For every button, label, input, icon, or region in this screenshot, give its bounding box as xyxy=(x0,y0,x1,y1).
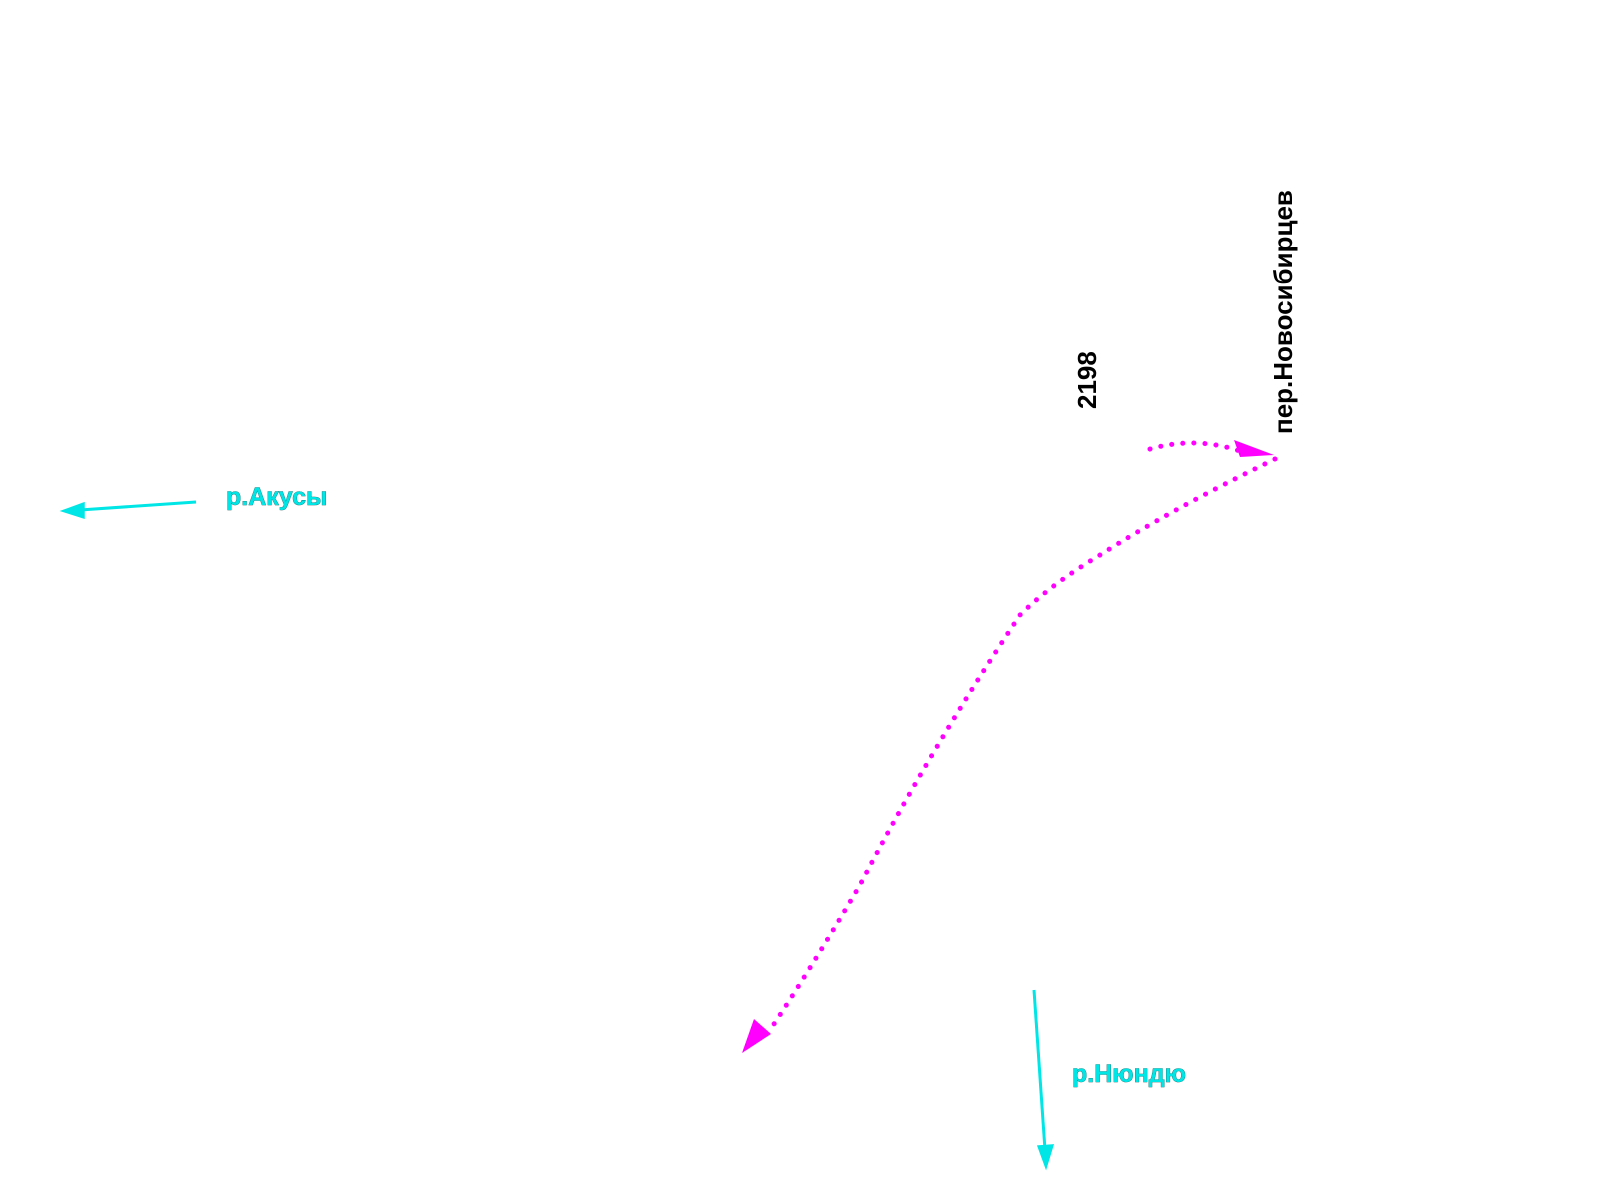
pass-name-label: пер.Новосибирцев xyxy=(1268,190,1298,434)
route-to-pass-arrowhead xyxy=(1234,440,1274,457)
river-nyundyu-arrow xyxy=(1032,989,1055,1171)
route-descent xyxy=(742,456,1278,1053)
route-to-pass xyxy=(1147,440,1274,457)
elevation-label: 2198 xyxy=(1072,351,1102,409)
river-nyundyu-label: р.Нюндю xyxy=(1072,1060,1186,1088)
river-akusy-arrow xyxy=(59,500,197,520)
river-akusy-label: р.Акусы xyxy=(226,483,327,511)
route-descent-arrowhead xyxy=(742,1019,771,1053)
